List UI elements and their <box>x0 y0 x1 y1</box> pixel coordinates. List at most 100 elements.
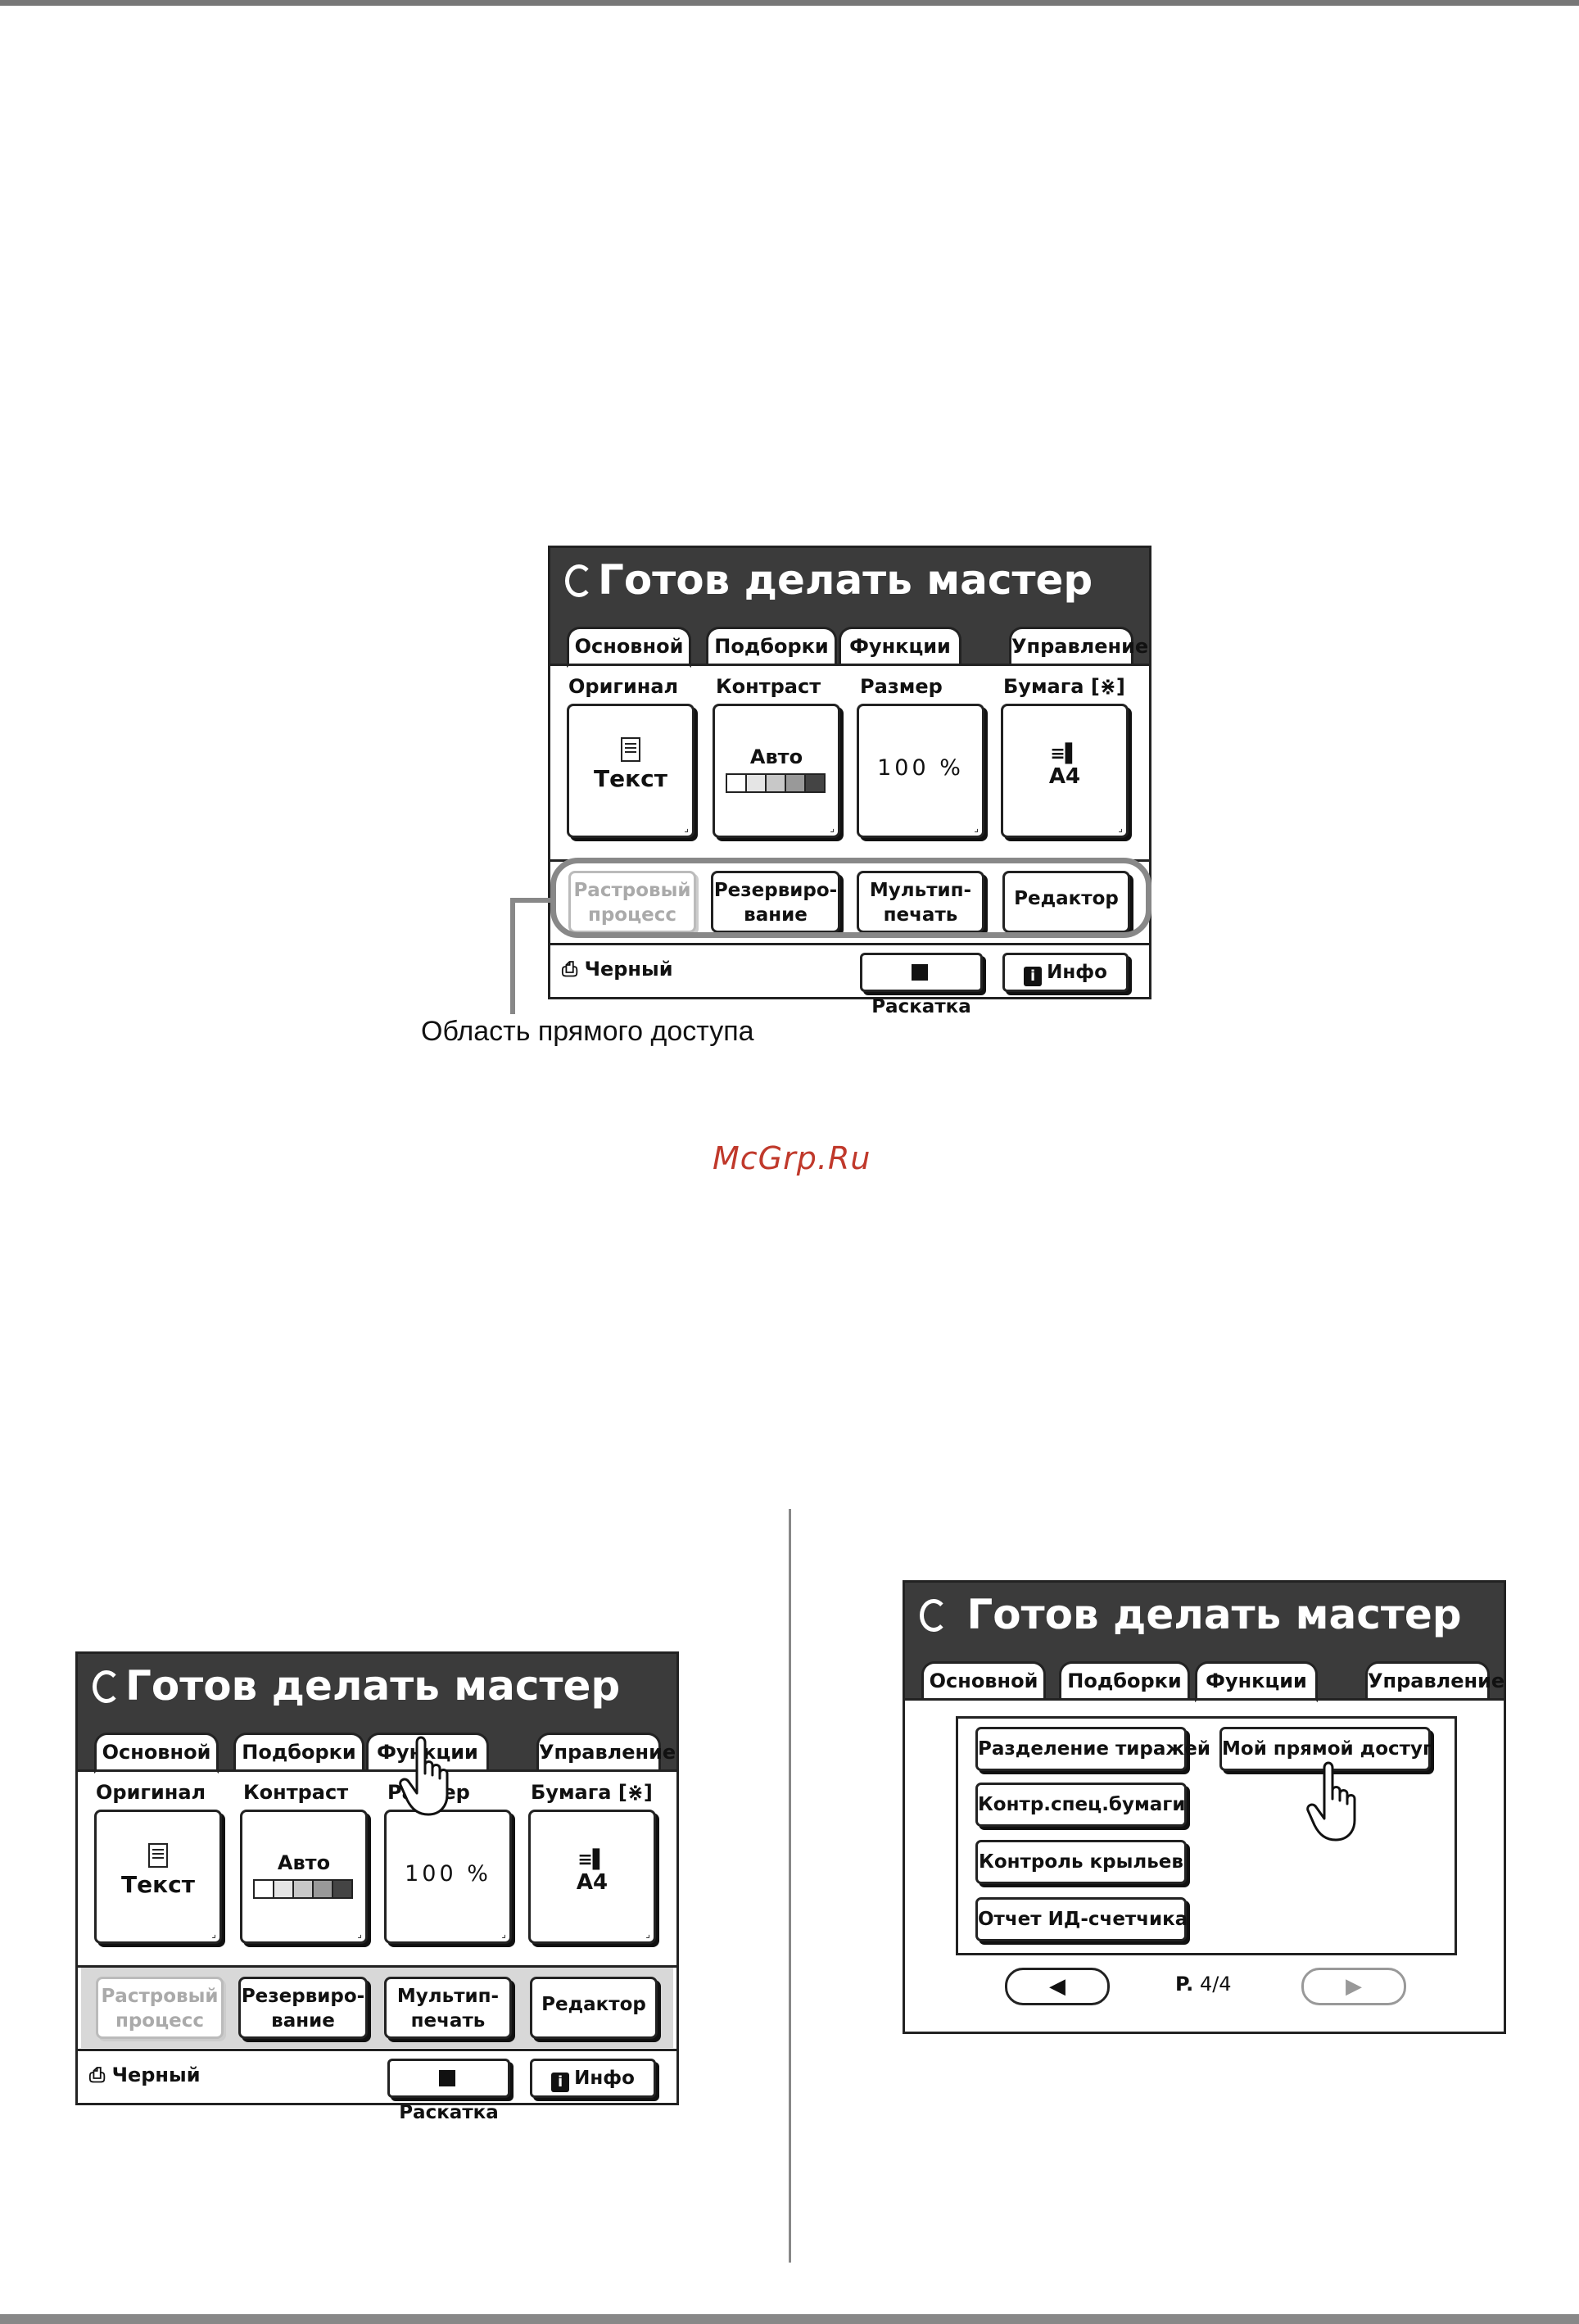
ink-drum-icon: ⎙ <box>562 958 578 981</box>
contrast-scale-icon <box>715 773 838 793</box>
ink-color-label: ⎙ Черный <box>89 2064 201 2086</box>
column-divider <box>789 1509 791 2263</box>
size-label: Размер <box>860 675 943 698</box>
split-jobs-button[interactable]: Разделение тиражей <box>975 1727 1210 1771</box>
ready-icon <box>565 564 593 597</box>
corner-mark-icon: ⌟ <box>357 1928 362 1940</box>
tab-baseline <box>78 1769 676 1772</box>
reserve-line2: вание <box>744 904 808 926</box>
contrast-button[interactable]: Авто ⌟ <box>240 1810 368 1944</box>
corner-mark-icon: ⌟ <box>684 822 689 834</box>
original-value: Текст <box>121 1871 195 1898</box>
screen-title: Готов делать мастер <box>93 1662 620 1710</box>
paper-button[interactable]: ≡▌ A4 ⌟ <box>528 1810 656 1944</box>
id-counter-report-button[interactable]: Отчет ИД-счетчика <box>975 1897 1188 1941</box>
size-value: 100 % <box>877 755 964 781</box>
tab-functions[interactable]: Функции <box>366 1733 489 1770</box>
tab-admin[interactable]: Управление <box>1009 627 1148 664</box>
title-text: Готов делать мастер <box>598 556 1093 604</box>
next-page-button[interactable]: ▶ <box>1301 1968 1406 2005</box>
wing-control-button[interactable]: Контроль крыльев <box>975 1840 1187 1884</box>
paper-value: A4 <box>576 1870 609 1895</box>
tab-basic[interactable]: Основной <box>567 627 691 668</box>
contrast-value: Авто <box>277 1851 331 1874</box>
tab-basic[interactable]: Основной <box>921 1661 1046 1699</box>
ready-icon <box>920 1599 948 1632</box>
main-screen-top: Готов делать мастер Основной Подборки Фу… <box>548 546 1151 1017</box>
multi-up-button[interactable]: Мультип-печать <box>857 871 984 933</box>
editor-button[interactable]: Редактор <box>1002 871 1130 933</box>
proof-icon <box>912 964 928 981</box>
function-list <box>956 1716 1457 1955</box>
title-text: Готов делать мастер <box>966 1591 1462 1638</box>
paper-tray-icon: ≡▌ <box>1050 744 1079 764</box>
prev-page-button[interactable]: ◀ <box>1005 1968 1110 2005</box>
editor-label: Редактор <box>1014 888 1119 909</box>
pointing-hand-icon <box>399 1736 449 1816</box>
contrast-scale-icon <box>242 1879 365 1899</box>
screen-title: Готов делать мастер <box>565 556 1093 604</box>
direct-access-bottom-border <box>550 943 1149 945</box>
tab-baseline <box>905 1698 1504 1701</box>
info-label: Инфо <box>1047 962 1107 983</box>
ink-drum-icon: ⎙ <box>89 2064 106 2086</box>
page-indicator: P. 4/4 <box>1175 1973 1232 1996</box>
reserve-button[interactable]: Резервиро-вание <box>711 871 840 933</box>
tab-admin[interactable]: Управление <box>536 1733 676 1770</box>
document-icon <box>148 1843 168 1868</box>
tab-baseline <box>550 664 1149 666</box>
multi-up-line1: Мультип- <box>396 1986 500 2007</box>
size-button[interactable]: 100 % ⌟ <box>857 704 984 838</box>
main-screen-bottom: Готов делать мастер Основной Подборки Фу… <box>75 1651 679 2123</box>
pointing-hand-icon <box>1306 1761 1356 1842</box>
tab-functions[interactable]: Функции <box>1195 1661 1318 1702</box>
prev-arrow-icon: ◀ <box>1049 1974 1065 1999</box>
proof-button[interactable]: Раскатка <box>860 953 983 1017</box>
tab-selections[interactable]: Подборки <box>706 627 837 664</box>
size-button[interactable]: 100 % ⌟ <box>384 1810 512 1944</box>
callout-leader-h <box>510 898 555 903</box>
info-icon: i <box>551 2073 570 2092</box>
reserve-line2: вание <box>271 2010 335 2032</box>
editor-button[interactable]: Редактор <box>530 1977 658 2039</box>
tab-functions[interactable]: Функции <box>839 627 961 664</box>
paper-tray-icon: ≡▌ <box>577 1850 607 1870</box>
corner-mark-icon: ⌟ <box>211 1928 216 1940</box>
reserve-line1: Резервиро- <box>241 1986 365 2007</box>
contrast-value: Авто <box>749 745 803 768</box>
paper-label: Бумага [⋇] <box>531 1781 653 1804</box>
reserve-button[interactable]: Резервиро-вание <box>238 1977 368 2039</box>
ink-color-label: ⎙ Черный <box>562 958 673 981</box>
callout-leader <box>510 898 515 1014</box>
corner-mark-icon: ⌟ <box>974 822 979 834</box>
corner-mark-icon: ⌟ <box>645 1928 650 1940</box>
corner-mark-icon: ⌟ <box>830 822 835 834</box>
paper-button[interactable]: ≡▌ A4 ⌟ <box>1001 704 1129 838</box>
tab-selections[interactable]: Подборки <box>233 1733 364 1770</box>
document-icon <box>621 737 640 762</box>
tab-admin[interactable]: Управление <box>1365 1661 1504 1699</box>
multi-up-line1: Мультип- <box>869 880 972 901</box>
page-number: 4/4 <box>1199 1973 1232 1996</box>
ink-color-text: Черный <box>111 2064 201 2086</box>
original-button[interactable]: Текст ⌟ <box>94 1810 222 1944</box>
tab-selections[interactable]: Подборки <box>1059 1661 1190 1699</box>
contrast-button[interactable]: Авто ⌟ <box>713 704 840 838</box>
custom-paper-button[interactable]: Контр.спец.бумаги <box>975 1783 1187 1827</box>
size-value: 100 % <box>405 1861 491 1887</box>
editor-label: Редактор <box>541 1994 646 2015</box>
contrast-label: Контраст <box>716 675 821 698</box>
original-button[interactable]: Текст ⌟ <box>567 704 694 838</box>
proof-label: Раскатка <box>871 996 971 1017</box>
multi-up-button[interactable]: Мультип-печать <box>384 1977 512 2039</box>
proof-label: Раскатка <box>399 2102 499 2123</box>
direct-access-bottom-border <box>78 2049 676 2051</box>
proof-button[interactable]: Раскатка <box>387 2059 510 2123</box>
tab-basic[interactable]: Основной <box>94 1733 219 1774</box>
next-arrow-icon: ▶ <box>1346 1974 1362 1999</box>
info-icon: i <box>1024 967 1043 986</box>
